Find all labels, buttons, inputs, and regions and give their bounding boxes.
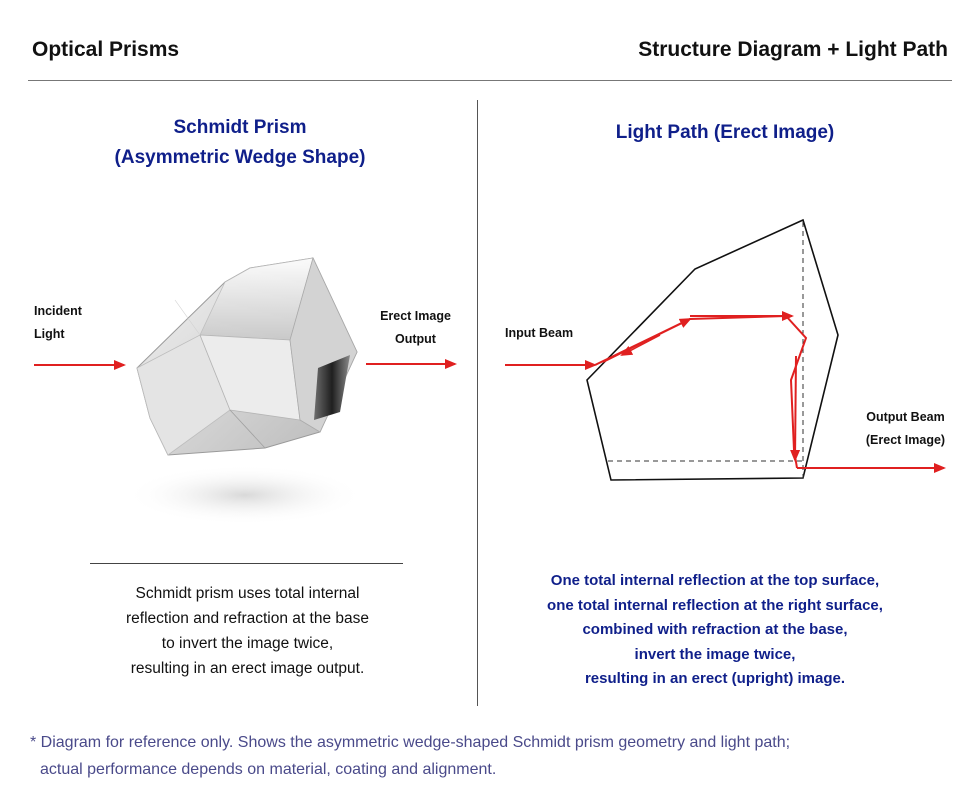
right-desc-line: One total internal reflection at the top…	[550, 572, 880, 589]
right-desc-line: one total internal reflection at the rig…	[547, 596, 883, 614]
left-desc-line: reflection and refraction at the base	[126, 610, 369, 627]
left-desc-line: Schmidt prism uses total internal	[135, 585, 360, 602]
output-beam-label-line1: Output Beam	[866, 410, 945, 424]
prism-left-face	[136, 334, 231, 456]
right-description: One total internal reflection at the top…	[510, 569, 920, 692]
right-desc-line: combined with refraction at the base,	[582, 621, 848, 638]
input-beam-label: Input Beam	[505, 326, 574, 340]
page-title: Optical Prisms	[32, 38, 180, 61]
footnote-line1: * Diagram for reference only. Shows the …	[30, 734, 791, 751]
incident-light-label: Incident Light	[34, 300, 82, 346]
prism-outline	[586, 218, 839, 481]
right-desc-line: resulting in an erect (upright) image.	[584, 670, 846, 687]
right-desc-line: invert the image twice,	[634, 645, 796, 663]
output-beam-label: Output Beam (Erect Image)	[858, 406, 953, 452]
left-title-line1: Schmidt Prism	[173, 117, 307, 138]
output-label-line1: Erect Image	[380, 309, 451, 323]
left-panel-rule	[90, 563, 403, 564]
left-description: Schmidt prism uses total internal reflec…	[85, 581, 410, 681]
left-panel-title: Schmidt Prism (Asymmetric Wedge Shape)	[90, 113, 390, 173]
output-beam-label-line2: (Erect Image)	[865, 433, 946, 447]
prism-reflection	[125, 465, 365, 525]
page-subtitle: Structure Diagram + Light Path	[638, 38, 948, 61]
prism-dark-window	[314, 355, 350, 420]
left-desc-line: to invert the image twice,	[161, 635, 334, 652]
incident-label-line2: Light	[34, 327, 65, 341]
header-divider	[28, 80, 952, 81]
left-desc-line: resulting in an erect image output.	[130, 660, 365, 677]
output-label-line2: Output	[395, 332, 436, 346]
footnote: * Diagram for reference only. Shows the …	[30, 729, 960, 783]
footnote-line2: actual performance depends on material, …	[40, 761, 497, 778]
right-panel-title: Light Path (Erect Image)	[615, 122, 835, 143]
incident-label-line1: Incident	[34, 304, 82, 318]
panel-divider	[477, 100, 478, 706]
left-title-line2: (Asymmetric Wedge Shape)	[114, 147, 366, 168]
schmidt-prism-illustration	[125, 256, 365, 525]
erect-output-label: Erect Image Output	[373, 305, 458, 351]
